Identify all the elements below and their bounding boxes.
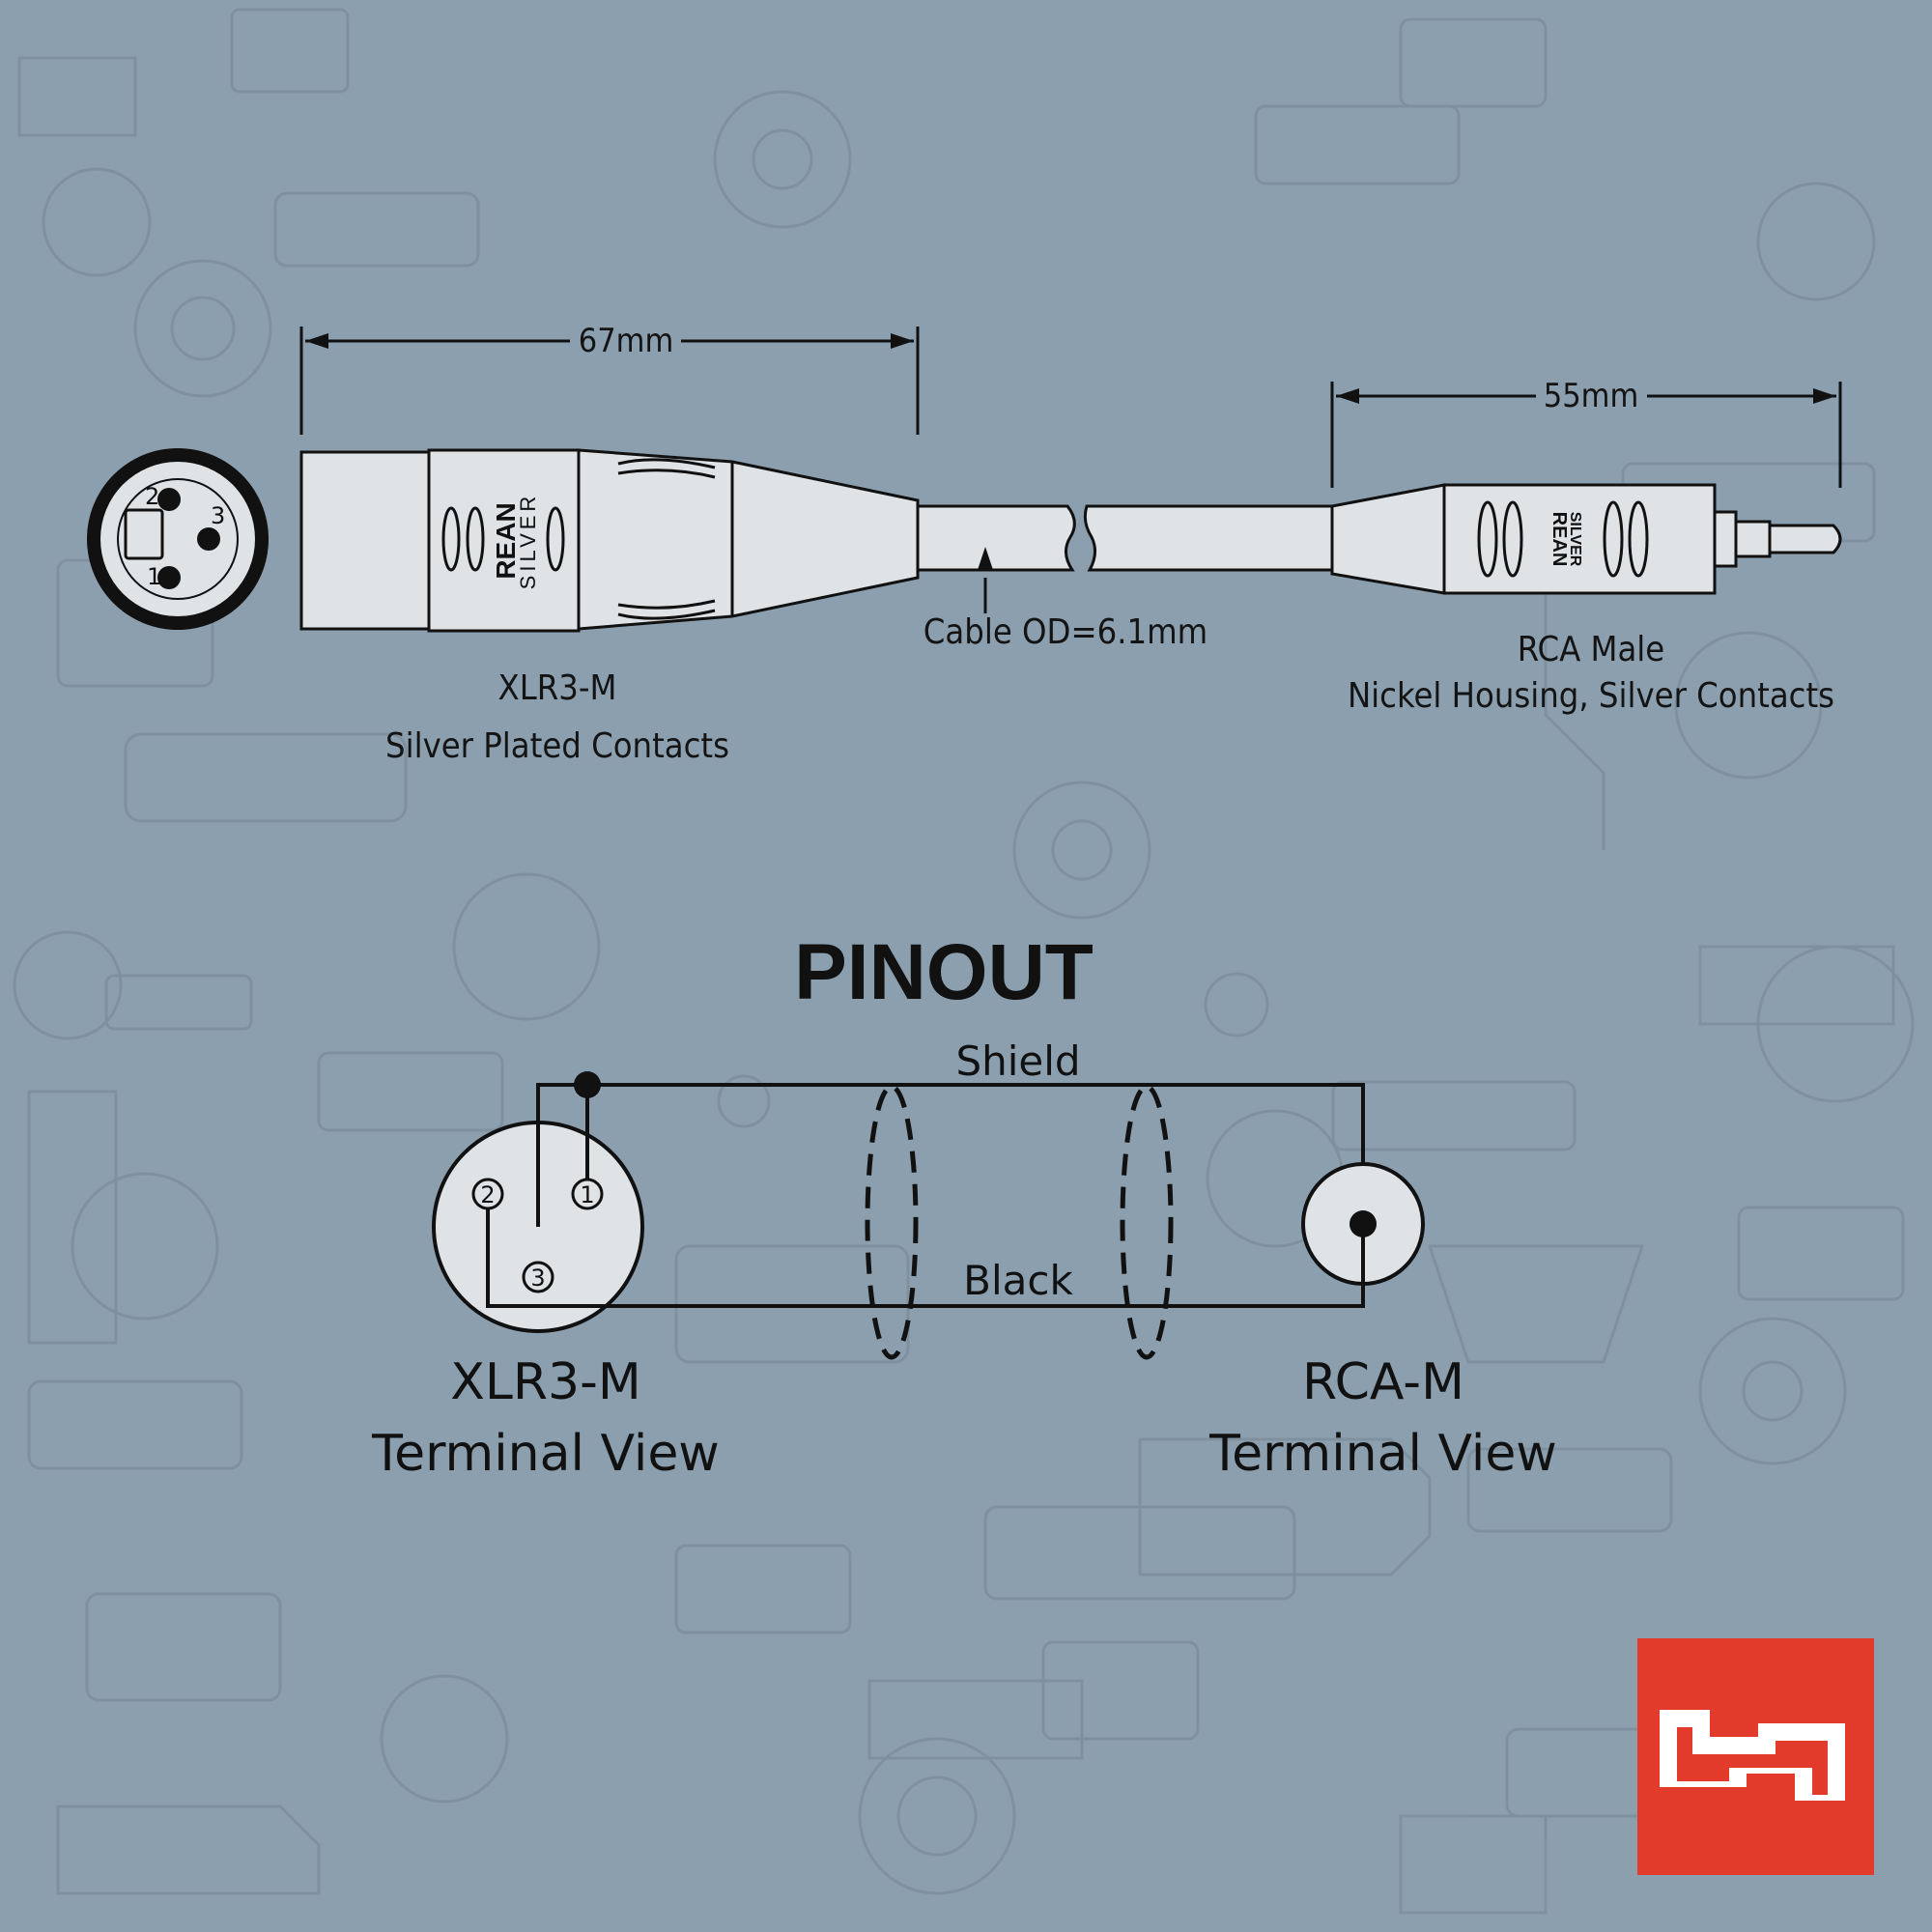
black-wire bbox=[486, 1194, 1365, 1308]
cable: Cable OD=6.1mm bbox=[916, 504, 1334, 652]
pinout-diagram: 1 2 3 Shield Black bbox=[432, 1037, 1425, 1360]
rca-dimension: 55mm bbox=[1330, 377, 1842, 488]
rca-connector: REAN SILVER bbox=[1330, 483, 1842, 595]
rca-length-label: 55mm bbox=[1544, 377, 1639, 415]
xlr-connector: REAN SILVER bbox=[299, 448, 920, 633]
black-label: Black bbox=[963, 1257, 1073, 1304]
face-pin-2 bbox=[157, 488, 181, 511]
rca-center-pin bbox=[1350, 1210, 1377, 1237]
rca-description-label: Nickel Housing, Silver Contacts bbox=[1348, 676, 1834, 716]
xlr-sub-brand: SILVER bbox=[516, 493, 540, 590]
face-pin-label-3: 3 bbox=[211, 502, 225, 529]
xlr-description-label: Silver Plated Contacts bbox=[385, 726, 729, 766]
xlr-terminal-name: XLR3-M bbox=[450, 1353, 640, 1411]
xlr-pin-3-label: 3 bbox=[530, 1264, 545, 1292]
brand-logo bbox=[1637, 1638, 1874, 1875]
xlr-dimension: 67mm bbox=[299, 322, 920, 435]
xlr-pin-1 bbox=[571, 1178, 604, 1210]
shield-junction-dot bbox=[574, 1071, 601, 1098]
face-pin-1 bbox=[157, 566, 181, 589]
shield-ring-left bbox=[865, 1084, 919, 1360]
xlr-pin-1-label: 1 bbox=[580, 1181, 594, 1208]
face-pin-3 bbox=[197, 527, 220, 551]
shield-wire bbox=[536, 1083, 1365, 1227]
face-pin-label-2: 2 bbox=[145, 483, 159, 510]
xlr-face-view: 1 2 3 bbox=[87, 448, 269, 630]
rca-sub-brand: SILVER bbox=[1567, 512, 1583, 567]
rca-name-label: RCA Male bbox=[1518, 630, 1665, 669]
xlr-pin-3 bbox=[522, 1261, 554, 1293]
face-pin-label-1: 1 bbox=[147, 563, 161, 590]
rca-brand: REAN bbox=[1548, 512, 1570, 567]
shield-label: Shield bbox=[955, 1037, 1080, 1085]
xlr-terminal-view: Terminal View bbox=[371, 1425, 720, 1483]
xlr-name-label: XLR3-M bbox=[498, 668, 617, 708]
rca-terminal-view: Terminal View bbox=[1208, 1425, 1557, 1483]
xlr-brand: REAN bbox=[491, 502, 521, 579]
rca-terminal-name: RCA-M bbox=[1302, 1353, 1464, 1411]
xlr-pin-2-label: 2 bbox=[480, 1181, 495, 1208]
xlr-pin-2 bbox=[471, 1178, 504, 1210]
cable-od-label: Cable OD=6.1mm bbox=[923, 612, 1208, 652]
xlr-length-label: 67mm bbox=[579, 322, 674, 360]
pinout-title: PINOUT bbox=[794, 928, 1094, 1016]
shield-ring-right bbox=[1120, 1084, 1174, 1360]
